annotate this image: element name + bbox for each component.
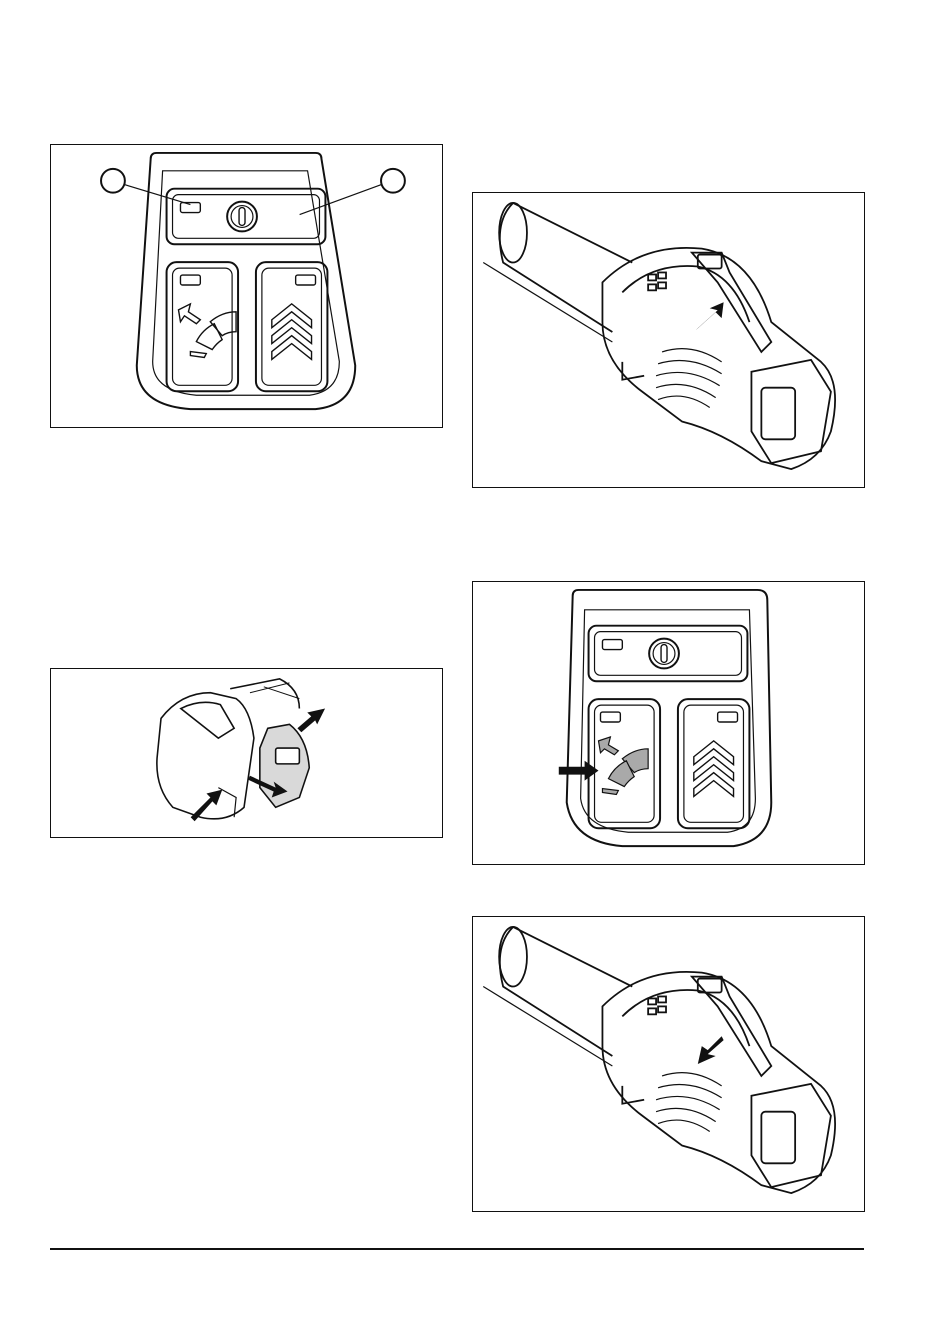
control-panel-cruise-illustration <box>473 582 864 864</box>
battery-release-illustration <box>51 669 442 837</box>
callout-circle-1 <box>101 169 125 193</box>
callout-circle-2 <box>381 169 405 193</box>
blower-handle-figure-1 <box>472 192 865 488</box>
cruise-control-icon <box>598 737 648 795</box>
cruise-control-icon <box>178 304 236 358</box>
control-panel-cruise-figure <box>472 581 865 865</box>
battery-release-figure <box>50 668 443 838</box>
boost-icon <box>272 304 312 360</box>
arrow-icon <box>698 1036 724 1064</box>
control-panel-figure <box>50 144 443 428</box>
control-panel-illustration <box>51 145 442 427</box>
blower-handle-illustration-2 <box>473 917 864 1211</box>
blower-handle-figure-2 <box>472 916 865 1212</box>
arrow-icon <box>696 302 724 330</box>
footer-rule <box>50 1248 864 1250</box>
arrow-icon <box>559 761 599 781</box>
blower-handle-illustration <box>473 193 864 487</box>
boost-icon <box>694 741 734 797</box>
